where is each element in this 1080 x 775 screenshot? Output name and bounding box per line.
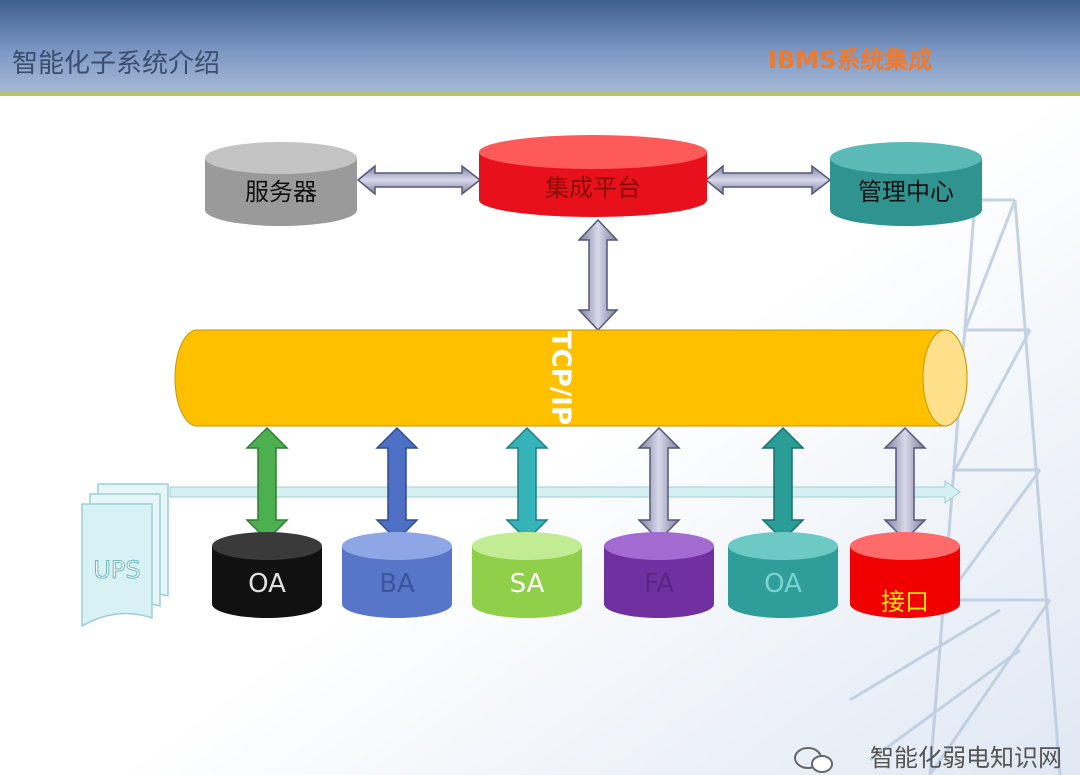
- subsystem-oa2: OA: [728, 532, 838, 618]
- subsystem-interface: 接口: [850, 532, 960, 618]
- header-subtitle: IBMS系统集成: [768, 46, 932, 74]
- subsystem-label-oa1: OA: [248, 569, 286, 599]
- watermark-text: 智能化弱电知识网: [870, 744, 1062, 772]
- tcpip-bus: TCP/IP: [174, 329, 968, 427]
- ups-node: UPS: [81, 483, 169, 628]
- platform-node: 集成平台: [479, 135, 707, 217]
- subsystem-label-fa: FA: [644, 569, 675, 599]
- ups-label: UPS: [93, 556, 140, 584]
- subsystem-label-sa: SA: [510, 569, 545, 599]
- management-label: 管理中心: [858, 178, 954, 206]
- subsystem-ba: BA: [342, 532, 452, 618]
- platform-label: 集成平台: [545, 174, 641, 202]
- management-node: 管理中心: [830, 142, 982, 226]
- server-label: 服务器: [245, 178, 317, 206]
- server-node: 服务器: [205, 142, 357, 226]
- header-divider: [0, 92, 1080, 96]
- ups-line-arrow: [169, 480, 961, 504]
- bus-label: TCP/IP: [546, 331, 576, 425]
- subsystem-label-oa2: OA: [764, 569, 802, 599]
- header-bar: [0, 0, 1080, 96]
- subsystem-sa: SA: [472, 532, 582, 618]
- header-title: 智能化子系统介绍: [12, 49, 220, 79]
- subsystem-oa1: OA: [212, 532, 322, 618]
- wechat-icon: [794, 747, 833, 773]
- subsystem-fa: FA: [604, 532, 714, 618]
- subsystem-label-ba: BA: [379, 569, 415, 599]
- subsystem-label-interface: 接口: [881, 588, 929, 616]
